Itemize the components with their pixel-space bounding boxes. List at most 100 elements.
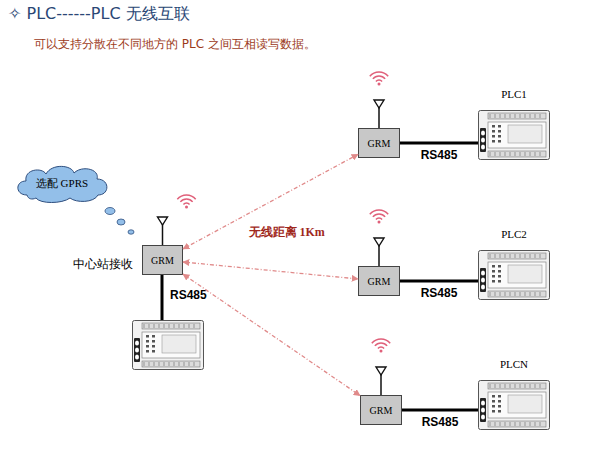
plc-led bbox=[492, 280, 495, 283]
device-name: PLC1 bbox=[478, 88, 550, 100]
plc-port-hole bbox=[481, 284, 485, 289]
plc-side-port bbox=[480, 128, 486, 152]
wave-dot bbox=[185, 206, 188, 209]
plc-bottom-strip bbox=[142, 361, 200, 367]
terminal-mark bbox=[525, 114, 526, 118]
plc-led bbox=[146, 335, 149, 338]
terminal-mark bbox=[520, 292, 521, 296]
grm-module: GRM bbox=[358, 266, 400, 296]
terminal-mark bbox=[500, 254, 501, 258]
terminal-mark bbox=[490, 254, 491, 258]
plc-led bbox=[492, 275, 495, 278]
terminal-mark bbox=[540, 292, 541, 296]
grm-module: GRM bbox=[360, 395, 402, 425]
terminal-mark bbox=[535, 422, 536, 426]
terminal-mark bbox=[495, 114, 496, 118]
plc-body bbox=[479, 111, 550, 160]
terminal-mark bbox=[184, 324, 185, 328]
plc-port-hole bbox=[481, 277, 485, 282]
radio-wave bbox=[376, 218, 382, 219]
wireless-link bbox=[183, 262, 358, 279]
bus-label: RS485 bbox=[422, 415, 459, 429]
wave-dot bbox=[378, 83, 381, 86]
plc-bottom-strip bbox=[488, 291, 546, 297]
terminal-mark bbox=[495, 384, 496, 388]
terminal-mark bbox=[525, 384, 526, 388]
plc-led bbox=[498, 265, 501, 268]
plc-body bbox=[133, 321, 204, 370]
terminal-mark bbox=[169, 324, 170, 328]
diagram-title: ✧ PLC------PLC 无线互联 bbox=[8, 4, 190, 25]
terminal-mark bbox=[520, 254, 521, 258]
antenna-mast bbox=[378, 245, 380, 266]
terminal-mark bbox=[149, 362, 150, 366]
antenna-head bbox=[376, 367, 386, 375]
plc-led bbox=[146, 340, 149, 343]
terminal-mark bbox=[515, 152, 516, 156]
terminal-mark bbox=[500, 292, 501, 296]
terminal-mark bbox=[540, 384, 541, 388]
plc-side-port bbox=[480, 268, 486, 292]
antenna-head bbox=[158, 217, 168, 225]
terminal-mark bbox=[520, 422, 521, 426]
terminal-mark bbox=[495, 422, 496, 426]
plc-port-hole bbox=[481, 144, 485, 149]
plc-panel bbox=[488, 122, 546, 148]
terminal-mark bbox=[515, 292, 516, 296]
terminal-mark bbox=[515, 384, 516, 388]
plc-led bbox=[498, 135, 501, 138]
terminal-mark bbox=[500, 152, 501, 156]
plc-led bbox=[492, 270, 495, 273]
terminal-mark bbox=[520, 384, 521, 388]
terminal-mark bbox=[495, 292, 496, 296]
wireless-link bbox=[183, 154, 358, 249]
station-label: 中心站接收 bbox=[73, 256, 133, 273]
central-plc bbox=[133, 321, 204, 370]
cloud-bubble: 选配 GPRS bbox=[12, 163, 112, 203]
terminal-mark bbox=[149, 324, 150, 328]
device-name: PLCN bbox=[478, 358, 550, 370]
wave-dot bbox=[378, 221, 381, 224]
terminal-mark bbox=[530, 292, 531, 296]
plc-led bbox=[492, 135, 495, 138]
plc-led bbox=[498, 395, 501, 398]
bus-label: RS485 bbox=[170, 288, 207, 302]
terminal-mark bbox=[540, 254, 541, 258]
antenna-mast bbox=[380, 374, 382, 395]
plc-port-hole bbox=[481, 137, 485, 142]
terminal-mark bbox=[174, 324, 175, 328]
terminal-mark bbox=[510, 152, 511, 156]
terminal-mark bbox=[189, 324, 190, 328]
terminal-mark bbox=[490, 422, 491, 426]
plc-panel bbox=[488, 392, 546, 418]
terminal-mark bbox=[169, 362, 170, 366]
grm-module: GRM bbox=[358, 128, 400, 158]
terminal-mark bbox=[490, 384, 491, 388]
thought-bubble bbox=[117, 219, 125, 225]
module-name: GRM bbox=[151, 255, 174, 266]
antenna-mast bbox=[378, 107, 380, 128]
plc-port-hole bbox=[481, 407, 485, 412]
plc-led bbox=[492, 125, 495, 128]
terminal-mark bbox=[530, 254, 531, 258]
terminal-mark bbox=[164, 362, 165, 366]
bus-label: RS485 bbox=[421, 286, 458, 300]
terminal-mark bbox=[530, 422, 531, 426]
terminal-mark bbox=[505, 292, 506, 296]
terminal-mark bbox=[194, 362, 195, 366]
rs485-cable bbox=[400, 142, 478, 145]
terminal-mark bbox=[535, 254, 536, 258]
terminal-mark bbox=[490, 114, 491, 118]
plc-device: PLC1 bbox=[478, 110, 550, 160]
terminal-mark bbox=[540, 422, 541, 426]
radio-wave bbox=[378, 347, 384, 348]
terminal-mark bbox=[500, 422, 501, 426]
terminal-mark bbox=[510, 114, 511, 118]
plc-led bbox=[492, 130, 495, 133]
plc-led bbox=[152, 340, 155, 343]
plc-led bbox=[492, 395, 495, 398]
terminal-mark bbox=[510, 292, 511, 296]
plc-led bbox=[498, 400, 501, 403]
plc-side-port bbox=[134, 338, 140, 362]
